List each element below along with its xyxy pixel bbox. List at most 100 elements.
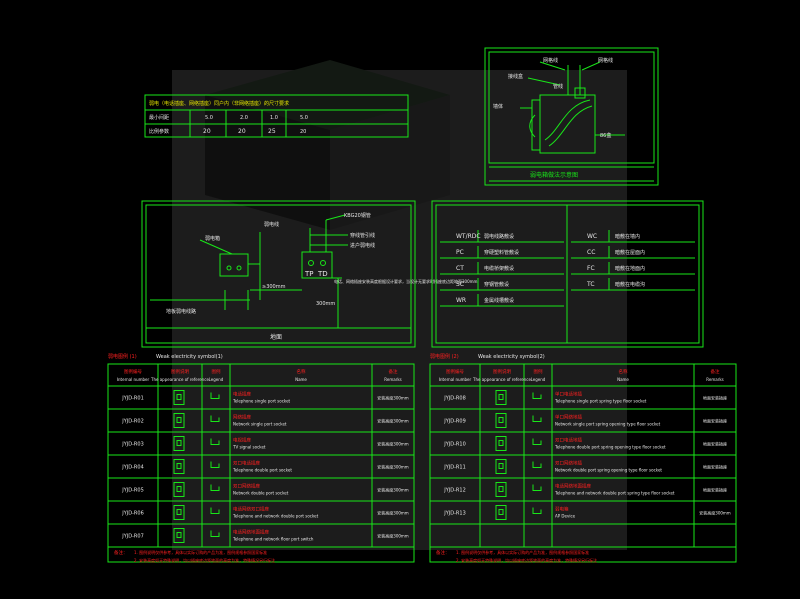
spacing-row2-c4: 20 <box>300 129 306 135</box>
code-label: WT/RDC <box>456 233 481 240</box>
socket-port-icon <box>498 509 504 515</box>
code-desc: 暗敷在墙内 <box>615 233 640 240</box>
install-note-2: 进户弱电线 <box>350 242 375 249</box>
row-id: JYJD-R11 <box>443 465 466 471</box>
socket-port-icon <box>498 440 504 446</box>
spacing-table-header: 弱电（电话插座、网络插座）同户内（非网络插座）的尺寸要求 <box>149 100 289 107</box>
spacing-row1-c3: 1.0 <box>270 115 278 121</box>
code-row-left: PC 穿硬塑料管敷设 <box>440 246 564 259</box>
code-row-right: CC 暗敷在屋面内 <box>571 246 695 259</box>
legend-symbol-icon <box>210 461 220 468</box>
socket-appearance-icon <box>495 459 507 474</box>
legend-symbol-icon <box>210 438 220 445</box>
row-name-en: Telephone and network double port spring… <box>554 491 675 496</box>
row-remark: 安装高度300mm <box>377 533 409 539</box>
row-id: JYJD-R09 <box>443 419 466 425</box>
install-note-1: 穿线管引线 <box>350 232 375 239</box>
symbol-table-2-caption: 弱电图例 (2) <box>430 353 459 360</box>
socket-port-icon <box>176 532 182 538</box>
socket-appearance-icon <box>173 390 185 405</box>
detail-diagram-title: 弱电箱做法示意图 <box>530 171 578 179</box>
socket-port-icon <box>498 394 504 400</box>
table-header-cn: 图例说明 <box>171 368 189 375</box>
row-id: JYJD-R03 <box>121 442 144 448</box>
row-name-cn: 双口网络插座 <box>233 483 260 490</box>
table-header-cn: 图例 <box>212 368 221 375</box>
table-note: 1. 图例说明仅供参考，具体以实际订购的产品为准，图例规格参照国家标准 <box>134 549 267 555</box>
row-name-cn: 双口网络地插 <box>555 460 582 467</box>
table-header-cn: 备注 <box>711 368 720 375</box>
symbol-table-1-caption-en: Weak electricity symbol(1) <box>156 354 223 360</box>
row-remark: 安装高度300mm <box>699 510 731 516</box>
row-name-cn: 电话插座 <box>233 391 251 398</box>
install-box-label: 弱电箱 <box>205 235 220 242</box>
code-label: PC <box>456 249 464 256</box>
socket-port-icon <box>176 394 182 400</box>
row-remark: 地面安装插座 <box>703 395 727 401</box>
install-diagram: 弱电箱 弱电线 KBG20钢管 穿线管引线 进户弱电线 电话、网络插座安装高度根… <box>141 200 478 348</box>
detail-label-left: 接线盒 <box>508 73 523 80</box>
row-name-en: Telephone and network double port socket <box>232 514 319 519</box>
row-name-en: AP Device <box>555 514 576 519</box>
code-desc: 穿硬塑料管敷设 <box>484 249 519 256</box>
legend-symbol-icon <box>532 415 542 422</box>
table-header-en: Legend <box>531 377 546 382</box>
spacing-row2-c2: 20 <box>238 128 246 135</box>
spacing-row2-c1: 20 <box>203 128 211 135</box>
socket-port-icon <box>176 463 182 469</box>
code-label: WC <box>587 233 597 240</box>
code-label: TC <box>586 281 595 288</box>
row-remark: 安装高度300mm <box>377 441 409 447</box>
row-id: JYJD-R10 <box>443 442 466 448</box>
row-name-cn: 双口电话地插 <box>555 437 582 444</box>
table-header-en: The appearance of reference <box>150 377 209 382</box>
code-desc: 暗敷在屋面内 <box>615 249 645 256</box>
row-name-en: Network double port socket <box>233 491 289 496</box>
row-name-en: Telephone single port spring type floor … <box>554 399 647 404</box>
row-name-en: Network single port spring opening type … <box>555 422 661 427</box>
row-name-en: Network single port socket <box>233 422 287 427</box>
row-name-cn: 双口电话插座 <box>233 460 260 467</box>
legend-symbol-icon <box>210 530 220 537</box>
detail-label-topleft: 网格线 <box>543 57 558 64</box>
row-name-cn: 电话网络地面插座 <box>233 529 269 536</box>
socket-port-icon <box>176 417 182 423</box>
detail-label-right: 86盒 <box>600 132 611 139</box>
socket-appearance-icon <box>495 413 507 428</box>
row-remark: 地面安装插座 <box>703 441 727 447</box>
table-header-cn: 图例说明 <box>493 368 511 375</box>
row-id: JYJD-R08 <box>443 396 466 402</box>
socket-port-icon <box>176 509 182 515</box>
socket-appearance-icon <box>173 528 185 543</box>
row-remark: 安装高度300mm <box>377 418 409 424</box>
table-header-cn: 图例编号 <box>124 368 142 375</box>
row-name-cn: 电话网络地面插座 <box>555 483 591 490</box>
install-kbg-label: KBG20钢管 <box>344 212 371 219</box>
code-label: WR <box>456 297 466 304</box>
row-id: JYJD-R13 <box>443 511 466 517</box>
table-header-en: Remarks <box>384 377 401 382</box>
table-note: 2. 安装高度如无特殊说明，均以插座底边距地面的高度为准，特殊情况另行标注 <box>456 557 597 563</box>
table-header-en: The appearance of reference <box>472 377 531 382</box>
table-note-prefix: 备注： <box>436 549 450 556</box>
table-note: 2. 安装高度如无特殊说明，均以插座底边距地面的高度为准，特殊情况另行标注 <box>134 557 275 563</box>
code-label: CC <box>587 249 595 256</box>
legend-symbol-icon <box>532 438 542 445</box>
socket-appearance-icon <box>173 436 185 451</box>
detail-label-mid: 管线 <box>553 83 563 90</box>
table-note: 1. 图例说明仅供参考，具体以实际订购的产品为准，图例规格参照国家标准 <box>456 549 589 555</box>
detail-label-topright: 网格线 <box>598 57 613 64</box>
code-desc: 暗敷在地面内 <box>615 265 645 272</box>
detail-diagram: 网格线 网格线 接线盒 管线 墙体 86盒 弱电箱做法示意图 <box>484 47 659 186</box>
